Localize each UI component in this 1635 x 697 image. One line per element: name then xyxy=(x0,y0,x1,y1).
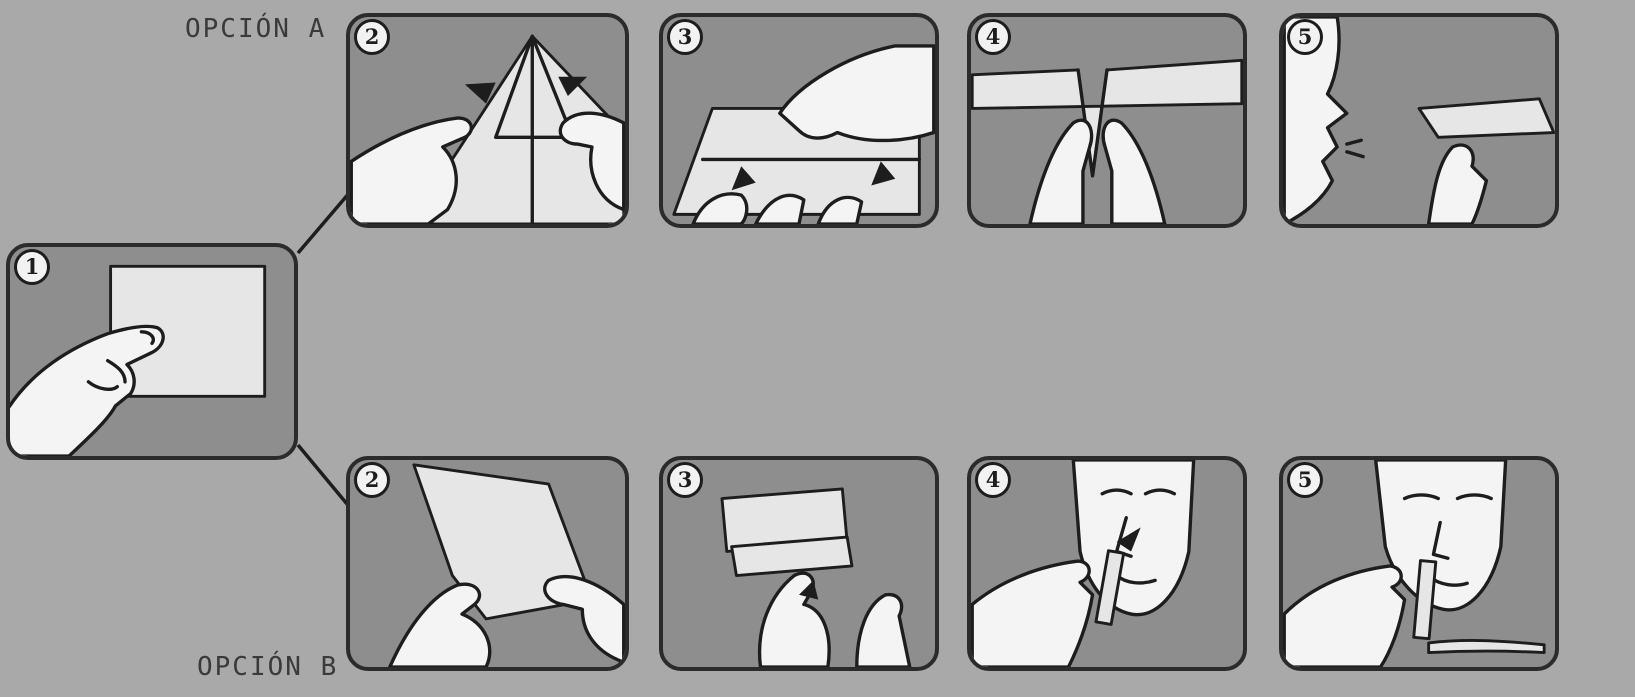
step-1-number: 1 xyxy=(14,249,50,285)
step-1-panel: 1 xyxy=(6,243,298,460)
option-b-step-5-number: 5 xyxy=(1287,462,1323,498)
roll-paper-illustration xyxy=(350,460,625,667)
option-b-step-2-panel: 2 xyxy=(346,456,629,671)
inhale-illustration xyxy=(1283,460,1555,667)
fold-corners-illustration xyxy=(350,17,625,224)
hand-holding-paper-illustration xyxy=(10,247,294,456)
option-b-step-3-panel: 3 xyxy=(659,456,939,671)
option-a-step-4-panel: 4 xyxy=(967,13,1247,228)
option-a-step-2-number: 2 xyxy=(354,19,390,55)
option-a-step-4-number: 4 xyxy=(975,19,1011,55)
fold-wings-illustration xyxy=(971,17,1243,224)
option-a-step-5-number: 5 xyxy=(1287,19,1323,55)
option-a-label: OPCIÓN A xyxy=(185,14,326,44)
option-a-step-2-panel: 2 xyxy=(346,13,629,228)
fold-in-half-illustration xyxy=(663,17,935,224)
option-a-step-3-panel: 3 xyxy=(659,13,939,228)
option-a-step-5-panel: 5 xyxy=(1279,13,1559,228)
insert-tube-nose-illustration xyxy=(971,460,1243,667)
option-b-step-4-panel: 4 xyxy=(967,456,1247,671)
option-a-step-3-number: 3 xyxy=(667,19,703,55)
blow-paper-plane-illustration xyxy=(1283,17,1555,224)
roll-into-tube-illustration xyxy=(663,460,935,667)
option-b-step-4-number: 4 xyxy=(975,462,1011,498)
option-b-label: OPCIÓN B xyxy=(197,652,338,682)
option-b-step-3-number: 3 xyxy=(667,462,703,498)
option-b-step-2-number: 2 xyxy=(354,462,390,498)
option-b-step-5-panel: 5 xyxy=(1279,456,1559,671)
